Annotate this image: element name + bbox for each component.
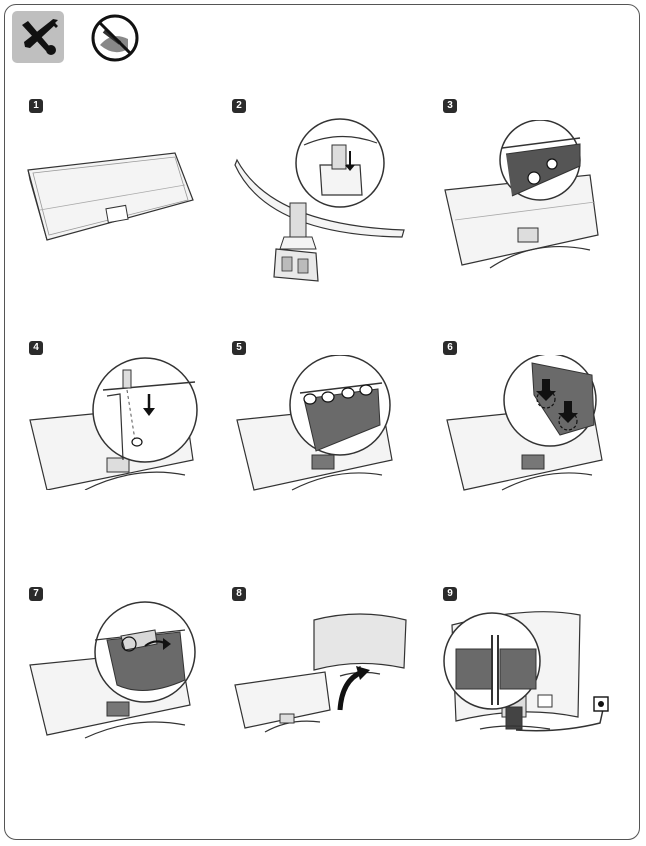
- step-9-illustration: [440, 605, 620, 745]
- step-number-5: 5: [232, 341, 246, 355]
- step-3-illustration: [440, 120, 600, 280]
- step-number-8: 8: [232, 587, 246, 601]
- step-number-7: 7: [29, 587, 43, 601]
- step-4-illustration: [25, 350, 205, 490]
- step-number-3: 3: [443, 99, 457, 113]
- step-1-illustration: [25, 145, 195, 245]
- step-2-illustration: [232, 115, 410, 300]
- no-sharp-tool-icon: [90, 13, 140, 63]
- step-number-9: 9: [443, 587, 457, 601]
- step-number-1: 1: [29, 99, 43, 113]
- step-8-illustration: [230, 610, 410, 740]
- step-number-6: 6: [443, 341, 457, 355]
- step-number-2: 2: [232, 99, 246, 113]
- screwdriver-wrench-icon: [12, 11, 64, 63]
- step-6-illustration: [442, 355, 607, 500]
- step-7-illustration: [25, 600, 205, 740]
- step-5-illustration: [232, 355, 402, 495]
